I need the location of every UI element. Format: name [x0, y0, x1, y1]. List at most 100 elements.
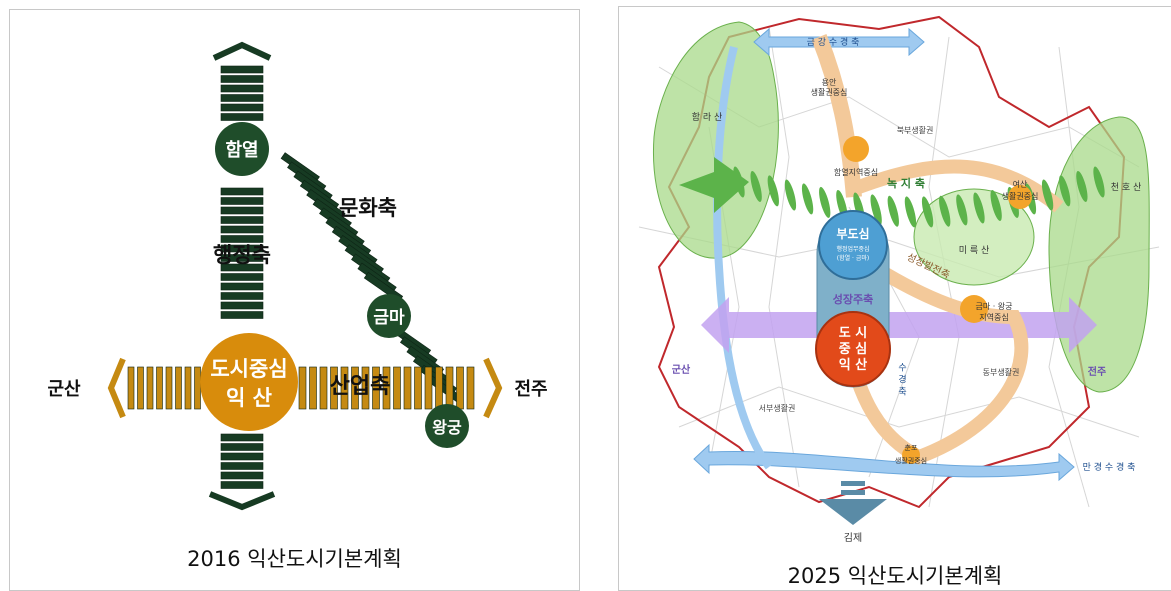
north-growth-link [811, 34, 862, 198]
corridor-segment [870, 194, 882, 226]
subcenter-node [818, 210, 888, 280]
vertical-bars-south [220, 433, 264, 489]
corridor-segment [767, 175, 779, 207]
plan-2016-diagram: 함열 금마 왕궁 도시중심 익 산 문화축 행정축 산업축 군산 전주 [47, 41, 548, 511]
label-culture-axis: 문화축 [339, 196, 397, 220]
bar-segment [424, 366, 433, 410]
west-water-axis [713, 46, 773, 470]
bar-segment [393, 366, 401, 410]
bar-segment [220, 292, 264, 300]
label-gimje: 김제 [844, 532, 862, 544]
label-geumma-wanggung: 금마 · 왕궁 [975, 302, 1012, 311]
label-chunpo-sub: 생활권중심 [895, 456, 927, 465]
label-center-line2: 익 산 [226, 386, 272, 410]
bar-segment [340, 366, 349, 410]
label-jeonju: 전주 [514, 379, 547, 400]
label-yeosan: 여산 [1013, 179, 1028, 189]
industry-axis-bars-east [298, 366, 475, 410]
bar-segment [220, 481, 264, 489]
label-hamyeol-center: 함열지역중심 [834, 167, 878, 177]
cheonhosan-zone [1048, 116, 1150, 393]
mangyeong-axis-arrow [693, 443, 1075, 482]
bar-segment [372, 366, 380, 410]
label-east-zone: 동부생활권 [983, 367, 1020, 377]
bar-segment [220, 443, 264, 451]
bar-segment [220, 197, 264, 205]
label-geumma: 금마 [373, 308, 405, 328]
label-yeosan-sub: 생활권중심 [1002, 191, 1039, 201]
bar-segment [220, 282, 264, 291]
bar-segment [220, 206, 264, 215]
bar-segment [351, 366, 359, 410]
bar-segment [361, 366, 370, 410]
bar-segment [156, 366, 163, 410]
corridor-segment [819, 186, 831, 218]
bar-segment [220, 462, 264, 470]
caption-2025: 2025 익산도시기본계획 [787, 564, 1003, 588]
bar-segment [127, 366, 135, 410]
bar-segment [220, 225, 264, 234]
corridor-segment [801, 183, 814, 215]
bar-segment [137, 366, 144, 410]
hamyeol-center-dot [843, 136, 869, 162]
west-chevron-icon [107, 357, 126, 419]
geumma-center-dot [960, 295, 988, 323]
corridor-segment [956, 194, 968, 226]
bar-segment [220, 273, 264, 281]
corridor-segment [921, 196, 934, 228]
bar-segment [403, 366, 412, 410]
bar-segment [435, 366, 443, 410]
label-gunsan-2025: 군산 [672, 363, 691, 376]
node-geumma [367, 294, 411, 338]
vertical-bars-north [220, 65, 264, 121]
bar-segment [220, 311, 264, 319]
plan-2016-panel: 함열 금마 왕궁 도시중심 익 산 문화축 행정축 산업축 군산 전주 2016… [9, 9, 580, 591]
bar-segment [445, 366, 454, 410]
south-arrow-bar2 [841, 490, 865, 495]
bar-segment [220, 187, 264, 196]
south-chevron-icon [208, 491, 276, 511]
east-chevron-icon [483, 357, 503, 419]
label-green-axis: 녹 지 축 [887, 176, 925, 190]
node-hamyeol [215, 122, 269, 176]
city-boundary [657, 15, 1126, 509]
label-center-line1: 도시중심 [210, 357, 287, 381]
label-hamyeol: 함열 [225, 139, 258, 161]
label-city-center-line3: 익 산 [839, 357, 867, 373]
label-hamrasan: 함 라 산 [692, 112, 723, 123]
corridor-segment [904, 196, 917, 228]
bar-segment [220, 103, 264, 112]
city-center-node [815, 311, 891, 387]
bar-segment [165, 366, 173, 410]
bar-segment [194, 366, 201, 410]
bar-segment [414, 366, 422, 410]
bar-segment [220, 254, 264, 262]
node-wanggung [425, 404, 469, 448]
label-chunpo: 춘포 [905, 443, 918, 452]
label-wanggung: 왕궁 [432, 418, 462, 437]
bar-segment [220, 263, 264, 272]
green-arrow-west-icon [679, 157, 749, 213]
label-water-axis: 수 경 축 [896, 363, 906, 397]
yeosan-center-dot [1008, 185, 1032, 209]
label-geumgang-axis: 금 강 수 경 축 [807, 36, 860, 48]
label-cheonhosan: 천 호 산 [1111, 182, 1142, 193]
chunpo-center-dot [902, 446, 920, 464]
bar-segment [220, 235, 264, 243]
bar-segment [220, 65, 264, 74]
east-growth-loop [842, 261, 1029, 465]
bar-segment [382, 366, 391, 410]
corridor-segment [1076, 170, 1088, 202]
label-mireuksan: 미 륵 산 [959, 245, 990, 256]
admin-axis-bars [220, 187, 264, 319]
bar-segment [220, 433, 264, 442]
label-subcenter-line1: 부도심 [836, 226, 869, 241]
bar-segment [330, 366, 338, 410]
label-city-center-line1: 도 시 [839, 326, 867, 341]
corridor-segment [990, 189, 1002, 221]
plan-2025-panel: 금 강 수 경 축 만 경 수 경 축 용안 생활권중심 함 라 산 천 호 산… [618, 6, 1171, 591]
bar-segment [220, 84, 264, 93]
corridor-segment [939, 195, 951, 227]
bar-segment [146, 366, 154, 410]
label-growth-main-axis: 성장주축 [833, 292, 873, 306]
